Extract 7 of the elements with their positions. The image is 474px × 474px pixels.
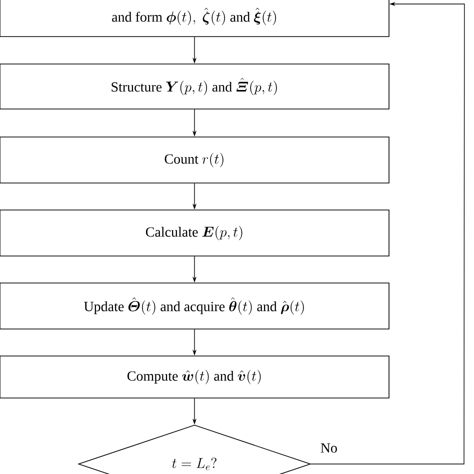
process-box: $\text{Structure } \boldsymbol{Y}(p,t) \text{ and } \hat{\boldsymbol{\mathnormal{\Xi}}}(p,t)$	[0, 64, 390, 110]
process-box: $\text{and form } \boldsymbol{\phi}(t),\ \hat{\boldsymbol{\zeta}}(t) \text{ and } \hat{\boldsymbol{\xi}}(t)$	[0, 0, 390, 37]
process-box: $\text{Compute } \hat{\boldsymbol{w}}(t) \text{ and } \hat{\boldsymbol{v}}(t)$	[0, 356, 390, 398]
edge-label: No	[319, 442, 338, 454]
process-box: $\text{Count } r(t)$	[0, 136, 390, 184]
process-box: $\text{Update } \hat{\boldsymbol{\mathnormal{\Theta}}}(t) \text{ and acquire } \hat{\boldsymbol{\theta}}(t) \text{ and } \hat{\boldsymbol{\rho}}(t)$	[0, 282, 390, 330]
process-box: $\text{Calculate } \boldsymbol{E}(p,t)$	[0, 210, 390, 256]
